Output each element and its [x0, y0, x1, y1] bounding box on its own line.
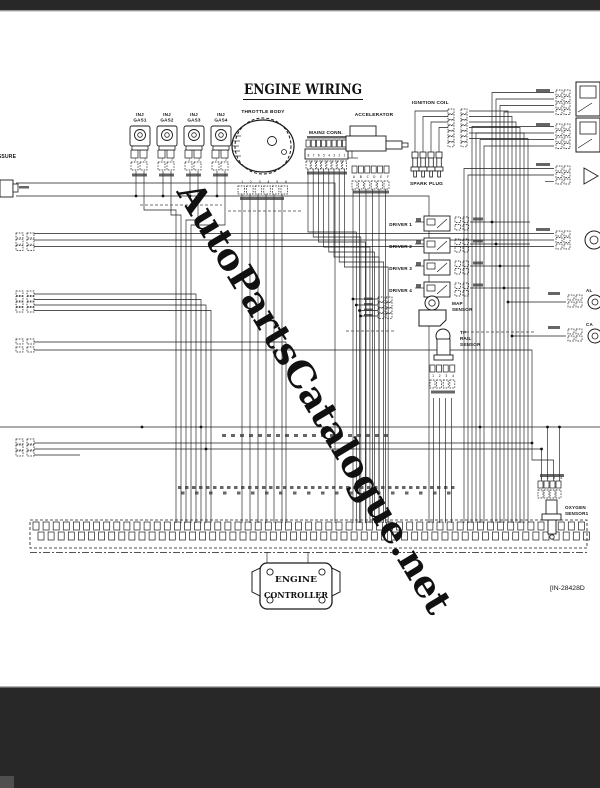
svg-text:1 2 3 4: 1 2 3 4 [540, 476, 562, 480]
bottom-bar-divider [0, 686, 600, 688]
spark-plugs: SPARK PLUG [410, 151, 444, 187]
tp-rail-sensor: TP RAIL SENSOR 1 2 3 4 [432, 328, 481, 378]
bottom-bar [0, 687, 600, 788]
diagram-title: ENGINE WIRING [244, 82, 362, 98]
svg-text:IGNITION COIL: IGNITION COIL [412, 100, 449, 106]
spark-plug-symbol [410, 151, 420, 178]
wire-harness [0, 92, 600, 563]
svg-text:1 2: 1 2 [188, 158, 200, 162]
engine-controller: ENGINE CONTROLLER [251, 562, 341, 610]
ecu-connector-strip [29, 519, 588, 553]
throttle-body: THROTTLE BODY 1 2 3 4 5 6 [231, 109, 295, 184]
svg-text:A B C D E F: A B C D E F [353, 175, 389, 179]
driver-2: DRIVER 2 [389, 237, 451, 254]
driver-1: DRIVER 1 [389, 215, 451, 232]
edge-round-sensor [584, 230, 600, 250]
edge-label-2: CA [586, 322, 593, 327]
ignition-coil: IGNITION COIL [412, 100, 449, 106]
svg-text:ENGINE: ENGINE [275, 575, 318, 585]
relay-2 [575, 117, 600, 153]
svg-text:SENSOR: SENSOR [460, 342, 481, 347]
svg-text:OXYGEN: OXYGEN [565, 505, 586, 510]
svg-text:GAS4: GAS4 [214, 118, 228, 123]
svg-text:DRIVER 4: DRIVER 4 [389, 288, 412, 293]
spark-plug-symbol [418, 151, 428, 178]
svg-text:INJ: INJ [190, 112, 198, 117]
svg-text:THROTTLE BODY: THROTTLE BODY [241, 109, 285, 115]
spark-plug-symbol [434, 151, 444, 178]
edge-plug-symbol [583, 167, 599, 185]
relay-1 [575, 81, 600, 117]
svg-text:INJ: INJ [217, 112, 225, 117]
svg-text:SENSOR1: SENSOR1 [565, 511, 589, 516]
injector-gas4: INJ GAS4 1 2 [210, 112, 232, 162]
edge-component-ca: CA [586, 322, 600, 344]
svg-text:CONTROLLER: CONTROLLER [264, 591, 329, 601]
svg-text:GAS2: GAS2 [160, 118, 174, 123]
svg-text:1 2 3 4 5 6: 1 2 3 4 5 6 [241, 180, 287, 184]
svg-text:1 2: 1 2 [215, 158, 227, 162]
top-bar [0, 0, 600, 10]
pressure-connector [0, 179, 19, 198]
pressure-label: PRESSURE [0, 154, 17, 160]
injector-gas2: INJ GAS2 1 2 [156, 112, 178, 162]
injector-gas3: INJ GAS3 1 2 [183, 112, 205, 162]
accelerator: ACCELERATOR A B C D E F [345, 112, 409, 179]
main2-connector: MAIN2 CONN. 8 7 6 5 4 3 2 1 [304, 130, 349, 160]
svg-text:ACCELERATOR: ACCELERATOR [355, 112, 394, 118]
svg-text:MAP: MAP [452, 301, 463, 306]
oxygen-sensor: 1 2 3 4 OXYGEN SENSOR1 [540, 476, 589, 540]
twisted-pair-markers [140, 204, 534, 333]
junction-dots [134, 194, 561, 451]
svg-text:DRIVER 1: DRIVER 1 [389, 222, 412, 227]
svg-text:INJ: INJ [136, 112, 144, 117]
svg-text:MAIN2 CONN.: MAIN2 CONN. [309, 130, 343, 136]
svg-text:DRIVER 3: DRIVER 3 [389, 266, 412, 271]
svg-text:DRIVER 2: DRIVER 2 [389, 244, 412, 249]
spark-plug-label: SPARK PLUG [410, 181, 443, 187]
svg-text:GAS3: GAS3 [187, 118, 201, 123]
svg-text:INJ: INJ [163, 112, 171, 117]
svg-text:TP: TP [460, 330, 466, 335]
tiny-wire-labels [19, 89, 564, 495]
injector-gas1: INJ GAS1 1 2 [129, 112, 151, 162]
svg-text:SENSOR: SENSOR [452, 307, 473, 312]
edge-component-al: AL [586, 288, 600, 310]
svg-text:1 2 3 4: 1 2 3 4 [432, 374, 454, 378]
bottom-bar-notch [0, 776, 14, 788]
edge-label-1: AL [586, 288, 592, 293]
top-bar-divider [0, 10, 600, 12]
connector-pin-cells [15, 89, 590, 541]
driver-3: DRIVER 3 [389, 259, 451, 276]
svg-text:GAS1: GAS1 [133, 118, 147, 123]
driver-4: DRIVER 4 [389, 281, 451, 298]
doc-ref: [IN-28428D [550, 585, 585, 592]
svg-text:1 2: 1 2 [134, 158, 146, 162]
svg-text:RAIL: RAIL [460, 336, 472, 341]
map-sensor: MAP SENSOR [418, 295, 473, 327]
svg-text:1 2: 1 2 [161, 158, 173, 162]
svg-text:8 7 6 5 4 3 2 1: 8 7 6 5 4 3 2 1 [308, 154, 346, 158]
